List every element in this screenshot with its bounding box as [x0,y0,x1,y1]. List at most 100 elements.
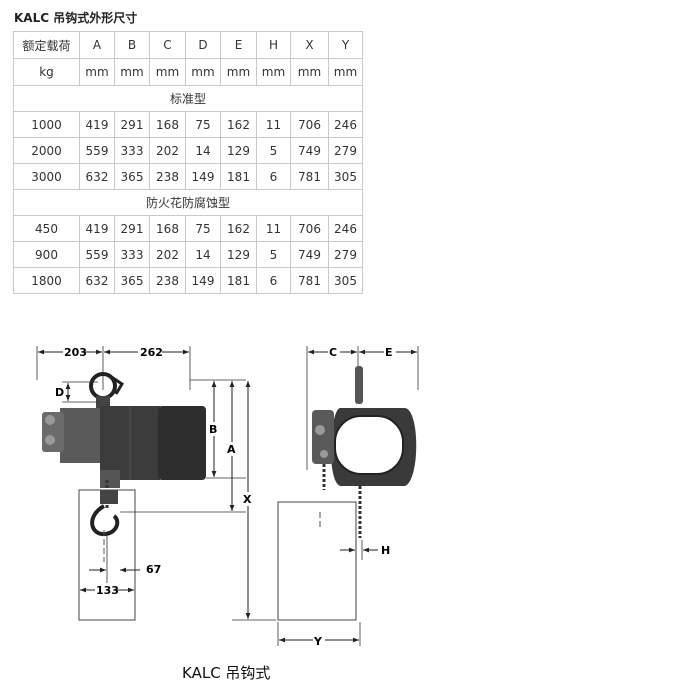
table-cell: 181 [220,163,257,190]
table-cell: mm [328,58,363,86]
table-section-row: 防火花防腐蚀型 [13,189,363,216]
table-cell: 11 [256,215,291,242]
table-cell: 181 [220,267,257,294]
top-hook [89,372,125,408]
table-cell: B [114,31,150,59]
chain-bag-front [78,489,136,621]
dim-h-label: H [381,544,390,557]
table-cell: 1000 [13,111,80,138]
table-cell: 168 [149,215,186,242]
table-cell: 129 [220,137,257,164]
dim-x-label: X [243,493,252,506]
table-cell: 246 [328,111,363,138]
table-cell: mm [220,58,257,86]
table-cell: 162 [220,111,257,138]
table-cell: H [256,31,291,59]
table-cell: 419 [79,215,115,242]
dim-262-label: 262 [140,346,163,359]
dim-e-label: E [385,346,393,359]
dim-203-label: 203 [64,346,87,359]
table-cell: 559 [79,137,115,164]
dim-c-label: C [329,346,337,359]
table-cell: 781 [290,267,329,294]
table-section-row: 标准型 [13,85,363,112]
table-cell: 450 [13,215,80,242]
table-cell: 238 [149,163,186,190]
table-cell: 75 [185,215,221,242]
table-cell: 2000 [13,137,80,164]
table-cell: 11 [256,111,291,138]
table-cell: 305 [328,163,363,190]
table-cell: 632 [79,267,115,294]
table-cell: 419 [79,111,115,138]
table-cell: 14 [185,241,221,268]
table-cell: 900 [13,241,80,268]
table-cell: 202 [149,137,186,164]
table-cell: 额定载荷 [13,31,80,59]
table-cell: 559 [79,241,115,268]
section-title: 防火花防腐蚀型 [13,189,363,216]
table-cell: C [149,31,186,59]
table-cell: X [290,31,329,59]
table-cell: 706 [290,215,329,242]
hoist-body-front [42,406,206,488]
table-cell: 75 [185,111,221,138]
page-title: KALC 吊钩式外形尺寸 [14,11,138,25]
table-cell: 238 [149,267,186,294]
table-cell: 149 [185,267,221,294]
table-cell: 333 [114,241,150,268]
table-cell: 365 [114,163,150,190]
figure-caption: KALC 吊钩式 [182,664,271,682]
table-cell: 246 [328,215,363,242]
table-cell: A [79,31,115,59]
table-cell: 149 [185,163,221,190]
section-title: 标准型 [13,85,363,112]
dim-b-label: B [209,423,217,436]
chain-bag-side [277,501,357,621]
bottom-hook [90,490,120,537]
table-cell: kg [13,58,80,86]
dim-a-label: A [227,443,236,456]
table-cell: mm [256,58,291,86]
table-cell: 749 [290,241,329,268]
table-cell: mm [290,58,329,86]
table-cell: 1800 [13,267,80,294]
table-cell: D [185,31,221,59]
table-cell: 632 [79,163,115,190]
table-cell: 706 [290,111,329,138]
table-cell: 749 [290,137,329,164]
table-cell: 168 [149,111,186,138]
dim-y-label: Y [313,635,323,648]
table-cell: 291 [114,215,150,242]
dim-133-label: 133 [96,584,119,597]
hoist-body-side [312,408,417,486]
hoist-dimension-drawing: 203 262 D B A X [36,345,419,648]
table-cell: 5 [256,241,291,268]
table-cell: 279 [328,241,363,268]
table-cell: mm [149,58,186,86]
table-cell: Y [328,31,363,59]
table-cell: 202 [149,241,186,268]
table-cell: E [220,31,257,59]
table-cell: 781 [290,163,329,190]
table-cell: mm [185,58,221,86]
table-cell: 162 [220,215,257,242]
table-cell: 14 [185,137,221,164]
table-cell: 5 [256,137,291,164]
table-cell: 305 [328,267,363,294]
table-cell: mm [79,58,115,86]
table-cell: mm [114,58,150,86]
table-cell: 365 [114,267,150,294]
table-cell: 291 [114,111,150,138]
table-cell: 6 [256,267,291,294]
table-cell: 279 [328,137,363,164]
table-cell: 3000 [13,163,80,190]
